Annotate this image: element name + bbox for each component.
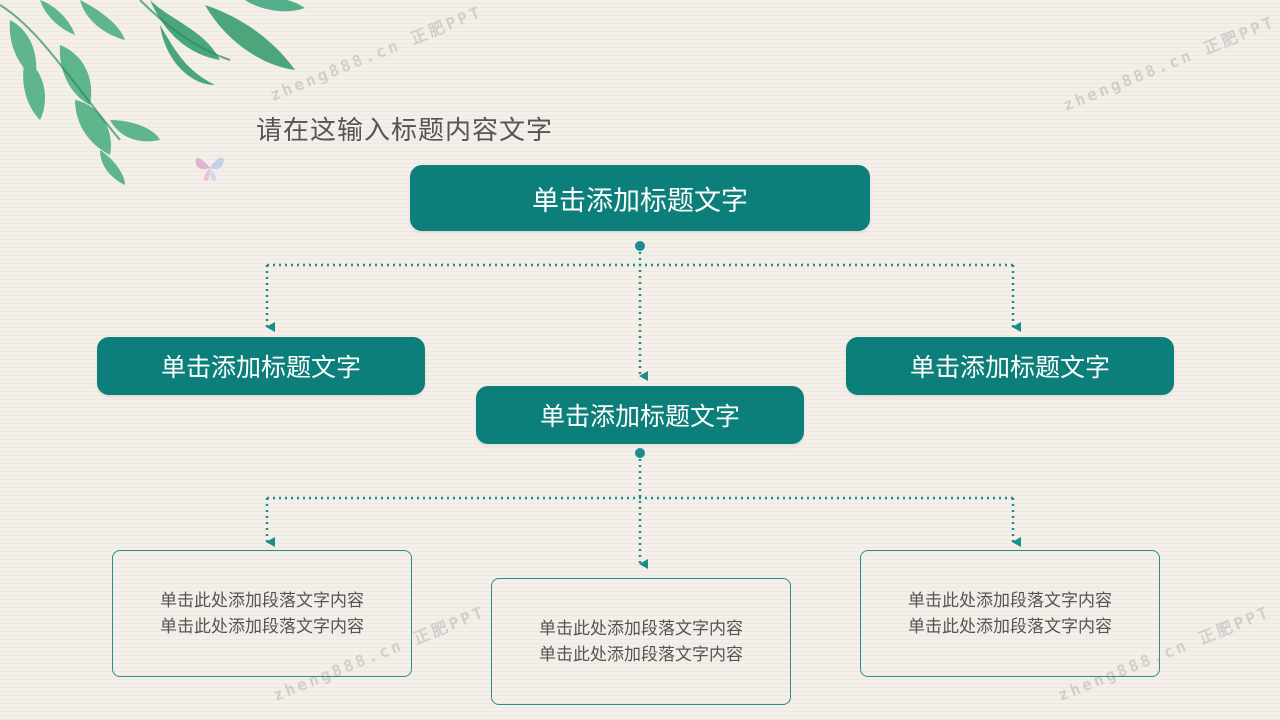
top-title-box[interactable]: 单击添加标题文字 xyxy=(410,165,870,231)
paragraph-line: 单击此处添加段落文字内容 xyxy=(160,616,364,637)
right-text-box[interactable]: 单击此处添加段落文字内容 单击此处添加段落文字内容 xyxy=(860,550,1160,677)
leaf-decoration-icon xyxy=(0,0,305,185)
right-title-text: 单击添加标题文字 xyxy=(909,353,1110,382)
middle-text-box[interactable]: 单击此处添加段落文字内容 单击此处添加段落文字内容 xyxy=(491,578,791,705)
left-title-box[interactable]: 单击添加标题文字 xyxy=(97,337,425,395)
paragraph-line: 单击此处添加段落文字内容 xyxy=(908,616,1112,637)
left-title-text: 单击添加标题文字 xyxy=(160,353,361,382)
dot-icon xyxy=(635,448,645,458)
right-title-box[interactable]: 单击添加标题文字 xyxy=(846,337,1174,395)
paragraph-line: 单击此处添加段落文字内容 xyxy=(160,590,364,611)
paragraph-line: 单击此处添加段落文字内容 xyxy=(908,590,1112,611)
top-title-text: 单击添加标题文字 xyxy=(532,185,748,217)
middle-title-text: 单击添加标题文字 xyxy=(539,402,740,431)
page-title: 请在这输入标题内容文字 xyxy=(256,116,554,146)
middle-title-box[interactable]: 单击添加标题文字 xyxy=(476,386,804,444)
paragraph-line: 单击此处添加段落文字内容 xyxy=(539,618,743,639)
left-text-box[interactable]: 单击此处添加段落文字内容 单击此处添加段落文字内容 xyxy=(112,550,412,677)
butterfly-icon xyxy=(195,157,224,181)
paragraph-line: 单击此处添加段落文字内容 xyxy=(539,644,743,665)
dot-icon xyxy=(635,241,645,251)
